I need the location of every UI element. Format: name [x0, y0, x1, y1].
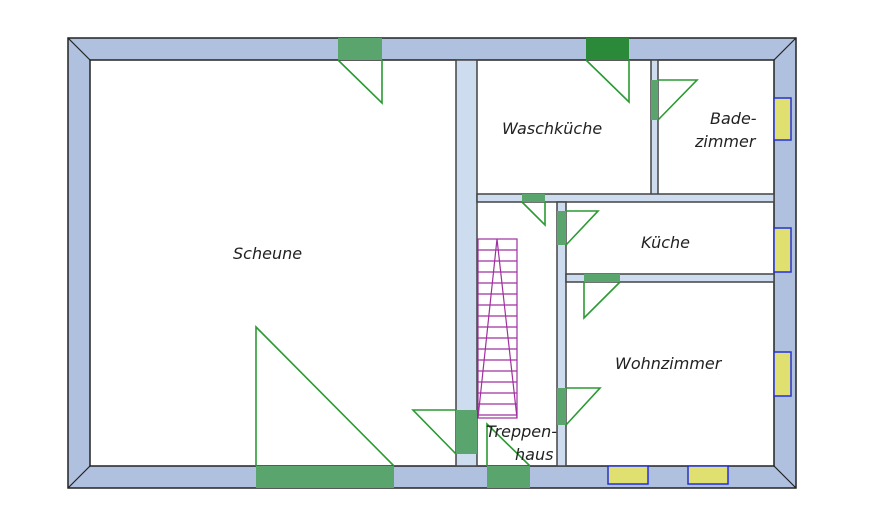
window-wohnzimmer-south-2: [687, 465, 729, 485]
wall-kueche-south: [565, 273, 775, 283]
door-wohnzimmer-north: [584, 274, 620, 282]
room-label-treppenhaus-1: Treppen-: [486, 422, 557, 441]
room-label-treppenhaus-2: haus: [515, 445, 553, 464]
outer-wall: [67, 37, 797, 489]
room-label-badezimmer-1: Bade-: [710, 109, 757, 128]
door-treppenhaus-south: [487, 466, 530, 488]
door-badezimmer: [651, 80, 658, 120]
door-waschkueche-north: [586, 38, 629, 60]
window-wohnzimmer: [773, 351, 792, 397]
room-label-badezimmer-2: zimmer: [694, 132, 757, 151]
room-label-scheune: Scheune: [233, 244, 302, 263]
door-scheune-north: [338, 38, 382, 60]
room-label-kueche: Küche: [641, 233, 690, 252]
doors: [255, 38, 699, 488]
wall-treppenhaus-east: [556, 201, 567, 467]
room-label-wohnzimmer: Wohnzimmer: [615, 354, 723, 373]
window-wohnzimmer-south-1: [607, 465, 649, 485]
door-wohnzimmer-west: [557, 388, 566, 425]
wall-corners: [67, 37, 797, 489]
window-bad: [773, 97, 792, 141]
wall-waschkueche-south: [476, 193, 775, 203]
room-label-waschkueche: Waschküche: [502, 119, 602, 138]
door-treppenhaus-north: [522, 194, 545, 202]
stairs: [477, 238, 518, 419]
door-scheune-treppenhaus: [456, 410, 477, 454]
door-kueche: [557, 211, 566, 245]
door-scheune-south: [256, 466, 394, 488]
wall-scheune-east: [455, 59, 478, 467]
window-kueche: [773, 227, 792, 273]
windows: [607, 97, 792, 485]
